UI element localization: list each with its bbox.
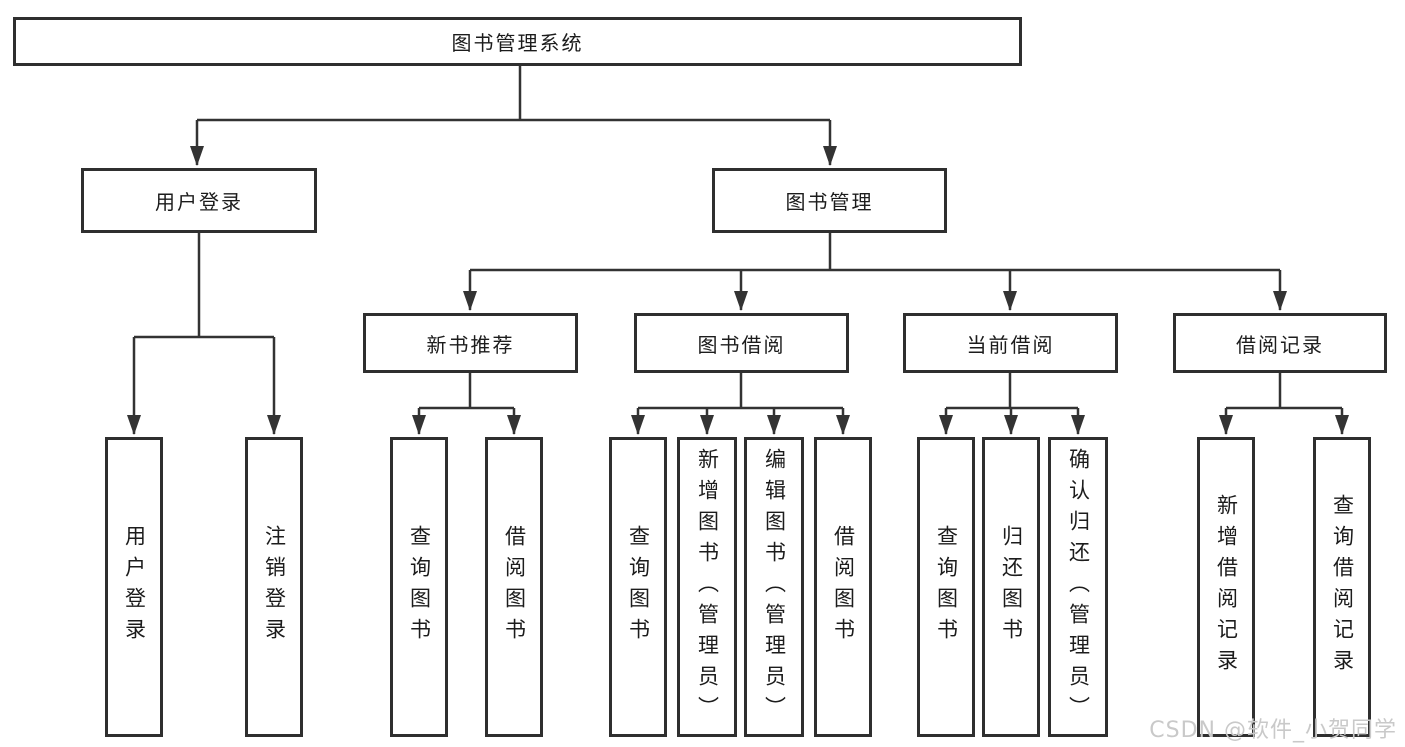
leaf-borrow-books-1-label: 借阅图书 (502, 525, 527, 649)
node-current-borrow-label: 当前借阅 (966, 332, 1055, 357)
node-library-system-label: 图书管理系统 (451, 31, 584, 55)
node-book-borrow-label: 图书借阅 (697, 332, 786, 357)
leaf-return-book: 归还图书 (982, 437, 1040, 737)
leaf-add-book-admin-label: 新增图书（管理员） (695, 447, 720, 727)
edge-root-to-level2 (190, 66, 837, 166)
leaf-confirm-return-admin-label: 确认归还（管理员） (1066, 447, 1091, 727)
node-new-book-recommend-label: 新书推荐 (426, 332, 515, 357)
leaf-add-borrow-record: 新增借阅记录 (1197, 437, 1255, 737)
leaf-query-books-1: 查询图书 (390, 437, 448, 737)
leaf-query-books-2: 查询图书 (609, 437, 667, 737)
leaf-return-book-label: 归还图书 (999, 525, 1024, 649)
node-borrow-records: 借阅记录 (1173, 313, 1387, 373)
leaf-confirm-return-admin: 确认归还（管理员） (1048, 437, 1108, 737)
node-user-login-label: 用户登录 (155, 190, 243, 214)
node-current-borrow: 当前借阅 (903, 313, 1118, 373)
leaf-query-books-2-label: 查询图书 (626, 525, 651, 649)
edge-borrow-records-children (1219, 373, 1349, 435)
node-user-login: 用户登录 (81, 168, 317, 233)
leaf-query-borrow-record: 查询借阅记录 (1313, 437, 1371, 737)
node-new-book-recommend: 新书推荐 (363, 313, 578, 373)
leaf-add-borrow-record-label: 新增借阅记录 (1214, 494, 1239, 680)
leaf-logout-label: 注销登录 (262, 525, 287, 649)
edge-user-login-branch (127, 233, 281, 435)
leaf-query-books-3-label: 查询图书 (934, 525, 959, 649)
edge-current-borrow-children (939, 373, 1085, 435)
csdn-watermark: CSDN @软件_小贺同学 (1149, 718, 1397, 743)
edge-new-book-recommend-children (412, 373, 521, 435)
leaf-user-login: 用户登录 (105, 437, 163, 737)
leaf-edit-book-admin-label: 编辑图书（管理员） (762, 447, 787, 727)
edge-book-borrow-children (631, 373, 850, 435)
leaf-query-books-3: 查询图书 (917, 437, 975, 737)
node-borrow-records-label: 借阅记录 (1236, 332, 1324, 357)
node-book-borrow: 图书借阅 (634, 313, 849, 373)
leaf-edit-book-admin: 编辑图书（管理员） (744, 437, 804, 737)
leaf-user-login-label: 用户登录 (122, 525, 147, 649)
leaf-query-books-1-label: 查询图书 (407, 525, 432, 649)
leaf-logout: 注销登录 (245, 437, 303, 737)
node-library-system: 图书管理系统 (13, 17, 1022, 66)
edge-book-management-branch (463, 233, 1287, 311)
leaf-query-borrow-record-label: 查询借阅记录 (1330, 494, 1355, 680)
leaf-add-book-admin: 新增图书（管理员） (677, 437, 737, 737)
leaf-borrow-books-1: 借阅图书 (485, 437, 543, 737)
node-book-management: 图书管理 (712, 168, 947, 233)
leaf-borrow-books-2-label: 借阅图书 (831, 525, 856, 649)
node-book-management-label: 图书管理 (785, 190, 874, 214)
leaf-borrow-books-2: 借阅图书 (814, 437, 872, 737)
